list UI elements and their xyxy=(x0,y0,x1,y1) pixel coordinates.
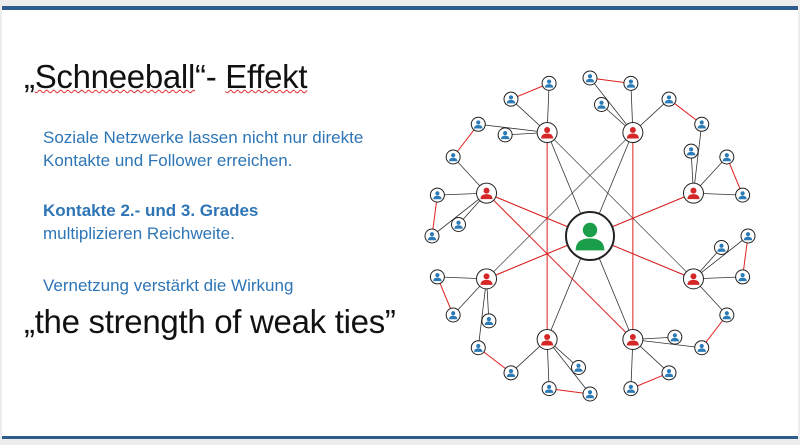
slide-title: „Schneeball“- Effekt xyxy=(24,58,308,96)
user-blue-icon xyxy=(503,365,519,381)
user-blue-icon xyxy=(429,269,445,285)
user-blue-icon xyxy=(424,228,440,244)
paragraph-networking: Vernetzung verstärkt die Wirkung xyxy=(43,276,294,295)
user-blue-icon xyxy=(661,91,677,107)
user-blue-icon xyxy=(740,228,756,244)
user-red-icon xyxy=(476,268,498,290)
user-blue-icon xyxy=(445,149,461,165)
user-blue-icon xyxy=(470,116,486,132)
user-blue-icon xyxy=(719,307,735,323)
title-prefix: „ xyxy=(24,58,35,95)
edge-hub-hub xyxy=(486,132,634,280)
user-blue-icon xyxy=(735,187,751,203)
user-blue-icon xyxy=(623,381,639,397)
user-red-icon xyxy=(682,268,704,290)
edge-hub-leaf xyxy=(589,77,634,133)
network-diagram xyxy=(424,70,756,402)
edge-hub-leaf xyxy=(546,339,591,395)
user-red-icon xyxy=(622,122,644,144)
user-blue-icon xyxy=(694,116,710,132)
user-blue-icon xyxy=(719,149,735,165)
weak-tie-edge xyxy=(486,192,634,340)
user-blue-icon xyxy=(570,359,586,375)
edge-hub-leaf xyxy=(476,278,487,349)
slide: „Schneeball“- Effekt Soziale Netzwerke l… xyxy=(2,6,798,439)
user-blue-icon xyxy=(667,329,683,345)
user-blue-icon xyxy=(481,313,497,329)
edge-hub-leaf xyxy=(693,123,704,194)
user-red-icon xyxy=(622,328,644,350)
user-red-icon xyxy=(536,328,558,350)
title-mid: “- xyxy=(195,58,226,95)
paragraph-direct-contacts: Soziale Netzwerke lassen nicht nur direk… xyxy=(43,128,364,170)
edge-hub-leaf xyxy=(693,235,749,280)
user-green-icon xyxy=(565,211,615,261)
user-blue-icon xyxy=(582,70,598,86)
title-word: Schneeball xyxy=(34,58,196,95)
user-blue-icon xyxy=(451,216,467,232)
user-blue-icon xyxy=(541,381,557,397)
user-blue-icon xyxy=(497,127,513,143)
paragraph-second-degree-bold: Kontakte 2.- und 3. Grades xyxy=(43,201,259,220)
user-red-icon xyxy=(536,122,558,144)
user-blue-icon xyxy=(503,91,519,107)
edge-hub-leaf xyxy=(477,122,548,133)
user-blue-icon xyxy=(713,240,729,256)
user-red-icon xyxy=(682,182,704,204)
paragraph-second-degree-rest: multiplizieren Reichweite. xyxy=(43,224,235,243)
top-accent-bar xyxy=(2,6,798,10)
paragraph-second-degree: Kontakte 2.- und 3. Grades multipliziere… xyxy=(43,199,373,245)
bottom-accent-bar xyxy=(2,436,798,439)
user-blue-icon xyxy=(582,386,598,402)
edge-hub-leaf xyxy=(632,339,703,350)
user-blue-icon xyxy=(429,187,445,203)
user-blue-icon xyxy=(594,97,610,113)
user-blue-icon xyxy=(683,143,699,159)
edge-hub-hub xyxy=(546,132,694,280)
user-blue-icon xyxy=(661,365,677,381)
edge-hub-leaf xyxy=(431,192,487,237)
network-nodes xyxy=(424,70,756,402)
user-blue-icon xyxy=(623,75,639,91)
user-blue-icon xyxy=(445,307,461,323)
user-blue-icon xyxy=(470,340,486,356)
title-word2: Effekt xyxy=(225,58,308,95)
quote-weak-ties: „the strength of weak ties” xyxy=(24,303,396,340)
user-blue-icon xyxy=(541,75,557,91)
user-blue-icon xyxy=(694,340,710,356)
user-blue-icon xyxy=(735,269,751,285)
user-red-icon xyxy=(476,182,498,204)
